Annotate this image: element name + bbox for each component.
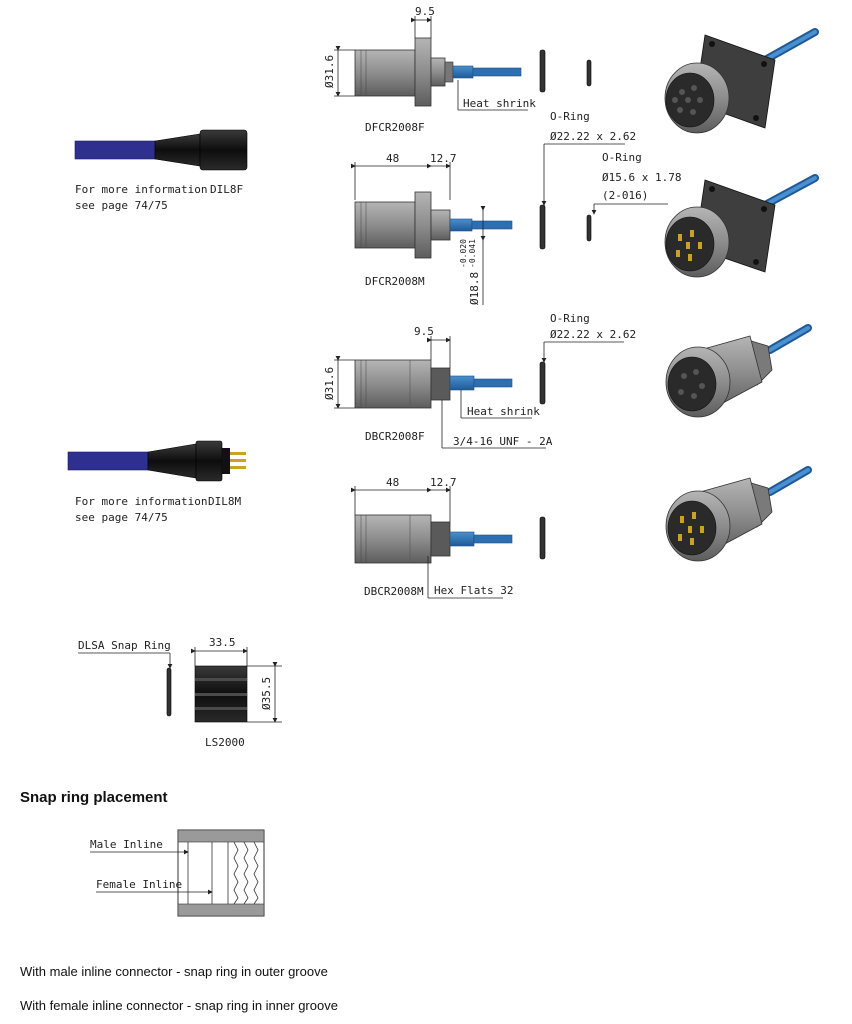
dil8m-info-line1: For more information — [75, 495, 207, 508]
dfcr2008f-drawing — [354, 37, 522, 107]
dfcr2008f-oring2-size: Ø15.6 x 1.78 — [602, 171, 681, 184]
oring-large-4 — [539, 516, 546, 560]
render-dbcr2008f — [665, 324, 812, 418]
dfcr2008f-oring-size: Ø22.22 x 2.62 — [550, 130, 636, 143]
note-female-inline: With female inline connector - snap ring… — [20, 998, 338, 1013]
dbcr2008f-thread: 3/4-16 UNF - 2A — [453, 435, 553, 448]
oring-large-3 — [539, 361, 546, 405]
dil8f-part-label: DIL8F — [210, 183, 243, 196]
dbcr2008f-oring-title: O-Ring — [550, 312, 590, 325]
ls2000-snap-ring-label: DLSA Snap Ring — [78, 639, 171, 652]
dbcr2008f-oring-size: Ø22.22 x 2.62 — [550, 328, 636, 341]
dbcr2008m-len-dim: 48 — [386, 476, 399, 489]
dfcr2008f-top-dim: 9.5 — [415, 5, 435, 18]
dbcr2008f-part-label: DBCR2008F — [365, 430, 425, 443]
female-inline-label: Female Inline — [96, 878, 182, 891]
dfcr2008f-flange — [414, 37, 432, 107]
dil8f-boot — [154, 133, 201, 167]
dfcr2008m-part-label: DFCR2008M — [365, 275, 425, 288]
dil8f-info-line2: see page 74/75 — [75, 199, 168, 212]
oring-large-2 — [539, 204, 546, 250]
dfcr2008f-oring-title: O-Ring — [550, 110, 590, 123]
dfcr2008m-tol-upper: -0.020 — [459, 239, 468, 268]
ls2000-drawing — [194, 665, 248, 723]
dil8f-connector — [74, 129, 248, 171]
ls2000-dia-dim: Ø35.5 — [260, 677, 273, 710]
dil8m-connector — [67, 440, 246, 482]
dfcr2008m-dia-dim: Ø18.8 — [468, 272, 481, 305]
dil8f-body — [199, 129, 248, 171]
dfcr2008m-top-dim: 12.7 — [430, 152, 457, 165]
render-dfcr2008f — [664, 28, 819, 134]
male-inline-label: Male Inline — [90, 838, 163, 851]
dfcr2008m-len-dim: 48 — [386, 152, 399, 165]
dfcr2008f-oring2-title: O-Ring — [602, 151, 642, 164]
ls2000-part-label: LS2000 — [205, 736, 245, 749]
dfcr2008m-tol-lower: -0.041 — [468, 239, 477, 268]
snap-placement-section-view — [177, 829, 265, 917]
dbcr2008f-heat-shrink: Heat shrink — [467, 405, 540, 418]
render-dfcr2008m — [664, 174, 819, 278]
dbcr2008f-dia-dim: Ø31.6 — [323, 367, 336, 400]
ls2000-len-dim: 33.5 — [209, 636, 236, 649]
dbcr2008m-part-label: DBCR2008M — [364, 585, 424, 598]
dbcr2008m-hex: Hex Flats 32 — [434, 584, 513, 597]
dfcr2008m-drawing — [354, 191, 513, 259]
dfcr2008f-oring2-code: (2-016) — [602, 189, 648, 202]
dbcr2008f-drawing — [354, 359, 513, 409]
oring-large-1 — [539, 49, 546, 93]
render-dbcr2008m — [665, 466, 812, 562]
dbcr2008m-top-dim: 12.7 — [430, 476, 457, 489]
ls2000-snap-ring — [166, 667, 172, 717]
oring-small-1 — [586, 59, 592, 87]
dbcr2008f-top-dim: 9.5 — [414, 325, 434, 338]
dfcr2008f-dia-dim: Ø31.6 — [323, 55, 336, 88]
oring-small-2 — [586, 214, 592, 242]
snap-placement-heading: Snap ring placement — [20, 789, 168, 806]
dil8m-part-label: DIL8M — [208, 495, 241, 508]
dfcr2008f-heat-shrink: Heat shrink — [463, 97, 536, 110]
note-male-inline: With male inline connector - snap ring i… — [20, 964, 328, 979]
dbcr2008m-drawing — [354, 514, 513, 564]
dfcr2008f-part-label: DFCR2008F — [365, 121, 425, 134]
dil8f-info-line1: For more information — [75, 183, 207, 196]
dil8m-info-line2: see page 74/75 — [75, 511, 168, 524]
dil8f-cable — [74, 140, 156, 160]
